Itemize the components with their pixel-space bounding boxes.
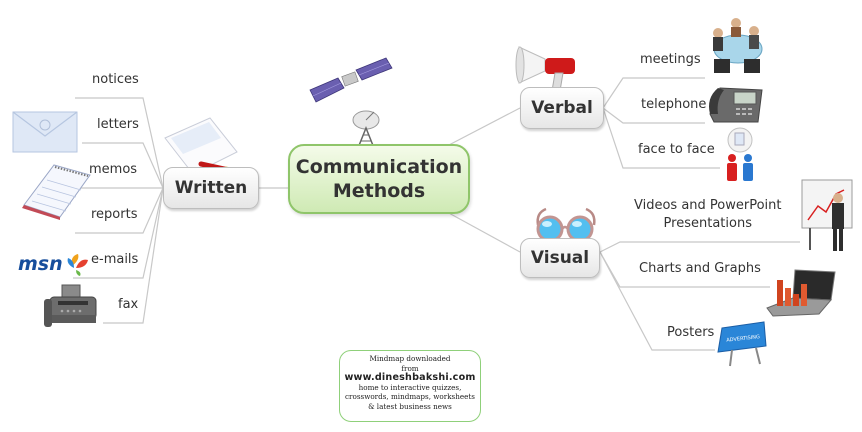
glasses-icon: [536, 207, 596, 243]
notepad-icon: [22, 164, 91, 220]
leaf-videos-presentations[interactable]: Videos and PowerPoint Presentations: [634, 197, 782, 233]
credit-line5: & latest business news: [368, 401, 452, 411]
svg-text:ADVERTISING: ADVERTISING: [726, 334, 760, 343]
credit-line4: crosswords, mindmaps, worksheets: [345, 392, 475, 401]
leaf-videos-line1: Videos and PowerPoint: [634, 198, 782, 213]
branch-visual-label: Visual: [530, 248, 590, 268]
central-title-line1: Communication: [295, 156, 463, 178]
satellite-dish-icon: [352, 110, 380, 149]
fax-machine-icon: [44, 284, 97, 327]
msn-logo-icon: msn: [18, 253, 88, 276]
central-node[interactable]: Communication Methods: [288, 144, 470, 214]
leaf-face-to-face[interactable]: face to face: [638, 142, 715, 157]
branch-written[interactable]: Written: [163, 167, 259, 209]
leaf-notices[interactable]: notices: [92, 72, 139, 87]
credit-line2: from: [401, 363, 419, 373]
meeting-icon: [713, 18, 763, 73]
credit-site-link[interactable]: www.dineshbakshi.com: [344, 372, 476, 383]
branch-visual[interactable]: Visual: [520, 238, 600, 278]
leaf-charts-graphs[interactable]: Charts and Graphs: [639, 261, 761, 276]
presenter-icon: [801, 179, 853, 251]
leaf-videos-line2: Presentations: [663, 216, 752, 231]
envelope-icon: [12, 111, 78, 153]
credit-box: Mindmap downloaded from www.dineshbakshi…: [339, 350, 481, 422]
satellite-icon: [309, 57, 393, 103]
telephone-icon: [709, 87, 763, 123]
connector-visual: [446, 211, 521, 253]
document-pen-icon: [164, 117, 250, 177]
credit-line1: Mindmap downloaded: [369, 354, 451, 363]
leaf-posters[interactable]: Posters: [667, 325, 715, 340]
face-to-face-icon: [727, 127, 753, 181]
connector-verbal: [446, 107, 521, 147]
credit-line3: home to interactive quizzes,: [358, 382, 462, 392]
leaf-meetings[interactable]: meetings: [640, 52, 701, 67]
leaf-emails[interactable]: e-mails: [91, 252, 139, 267]
laptop-chart-icon: [766, 269, 836, 317]
leaf-memos[interactable]: memos: [89, 162, 138, 177]
leaf-reports[interactable]: reports: [91, 207, 138, 222]
branch-written-label: Written: [174, 178, 248, 198]
leaf-letters[interactable]: letters: [97, 117, 139, 132]
leaf-fax[interactable]: fax: [118, 297, 139, 312]
svg-text:msn: msn: [18, 253, 63, 275]
central-title-line2: Methods: [332, 180, 426, 202]
megaphone-icon: [515, 46, 575, 98]
branch-verbal[interactable]: Verbal: [520, 87, 604, 129]
branch-verbal-label: Verbal: [531, 98, 593, 118]
poster-sign-icon: ADVERTISING: [717, 321, 767, 367]
leaf-telephone[interactable]: telephone: [641, 97, 707, 112]
